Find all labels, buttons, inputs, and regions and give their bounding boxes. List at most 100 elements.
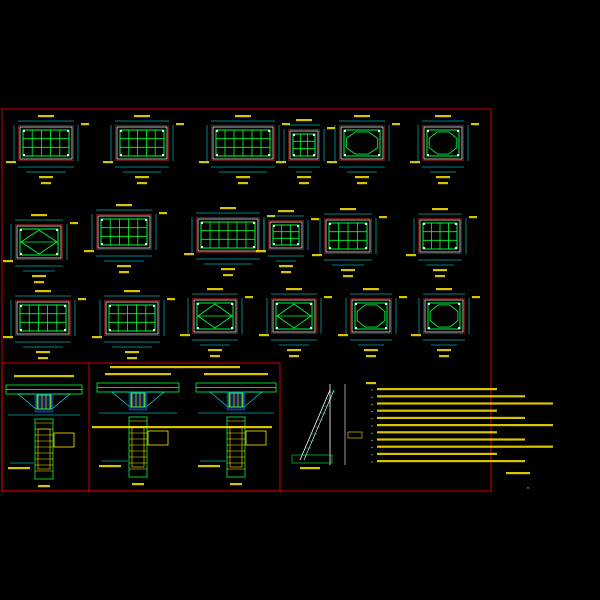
- stair-landing: [347, 431, 363, 439]
- rebar-dot: [267, 153, 271, 157]
- rebar-callout-label: [84, 250, 94, 253]
- stair-slope: [299, 389, 331, 461]
- section-cover-line: [418, 218, 462, 254]
- note-line: [377, 388, 497, 391]
- diamond-stirrup: [20, 229, 58, 255]
- rebar-dot: [384, 302, 388, 306]
- stair-detail: [291, 384, 363, 470]
- detail-title-label: [204, 373, 268, 376]
- column-rebar-cage: [37, 428, 51, 470]
- rebar-dot: [19, 304, 23, 308]
- dimension-label-bottom: [364, 349, 378, 352]
- rebar-dot: [328, 246, 332, 250]
- section-cover-line: [422, 125, 464, 161]
- dimension-label-bottom: [287, 349, 301, 352]
- dimension-label-top: [220, 207, 236, 210]
- stirrup-outer: [427, 302, 461, 330]
- rebar-dot: [292, 133, 296, 137]
- rebar-dot: [63, 304, 67, 308]
- detail-title-label: [14, 375, 74, 378]
- dimension-label-right: [245, 296, 253, 299]
- rebar-dot: [454, 222, 458, 226]
- dimension-label-top: [286, 288, 302, 291]
- rebar-dot: [200, 221, 204, 225]
- rebar-dot: [161, 129, 165, 133]
- rebar-dot: [22, 129, 26, 133]
- stair-base: [291, 454, 333, 464]
- detail-panel-frame: [1, 362, 281, 492]
- section-cover-line: [423, 298, 465, 334]
- section-outline: [289, 130, 319, 160]
- dimension-label-right: [78, 298, 86, 301]
- section-outline: [197, 218, 259, 252]
- rebar-callout-label: [103, 161, 113, 164]
- rebar-dot: [354, 326, 358, 330]
- dimension-label-bottom: [221, 268, 235, 271]
- section-cover-line: [115, 125, 169, 161]
- rebar-dot: [230, 326, 234, 330]
- section-outline: [269, 221, 303, 249]
- note-line: [377, 445, 553, 448]
- note-bullet: [371, 461, 373, 463]
- beam-stirrup: [130, 392, 146, 408]
- section-title-label: [343, 275, 353, 278]
- section-s13: [3, 290, 86, 360]
- rebar-dot: [343, 153, 347, 157]
- rebar-dot: [66, 129, 70, 133]
- rebar-dot: [19, 228, 23, 232]
- bracket-outline: [53, 432, 75, 448]
- detail-d1: [96, 373, 180, 486]
- rebar-callout-label: [6, 161, 16, 164]
- note-bullet: [371, 439, 373, 441]
- dimension-label-right: [159, 212, 167, 215]
- section-title-label: [223, 274, 233, 277]
- rebar-dot: [426, 129, 430, 133]
- rebar-callout-label: [312, 254, 322, 257]
- sheet-mark: [527, 487, 529, 489]
- rebar-dot: [457, 302, 461, 306]
- rebar-dot: [196, 326, 200, 330]
- section-s10: [256, 210, 319, 274]
- dimension-label-bottom: [125, 351, 139, 354]
- section-cover-line: [288, 129, 320, 161]
- rebar-callout-label: [184, 253, 194, 256]
- rebar-callout-label: [256, 250, 266, 253]
- dimension-label-top: [207, 288, 223, 291]
- rebar-callout-label: [92, 336, 102, 339]
- section-s18: [411, 288, 480, 358]
- dimension-label-right: [327, 127, 335, 130]
- dimension-label-bottom: [433, 269, 447, 272]
- note-line: [377, 416, 525, 419]
- note-bullet: [371, 447, 373, 449]
- rebar-callout-label: [338, 334, 348, 337]
- dimension-label-top: [116, 204, 132, 207]
- rebar-dot: [200, 245, 204, 249]
- dimension-label-right: [472, 296, 480, 299]
- section-outline: [16, 301, 70, 335]
- section-s17: [338, 288, 407, 358]
- notes-heading: [366, 382, 376, 385]
- note-bullet: [371, 396, 373, 398]
- dimension-label-bottom: [236, 176, 250, 179]
- rebar-dot: [19, 328, 23, 332]
- note-bullet: [371, 411, 373, 413]
- detail-name-label: [132, 483, 144, 486]
- stirrup-outer: [272, 224, 300, 246]
- stirrup-outer: [343, 129, 381, 157]
- dimension-label-right: [324, 296, 332, 299]
- section-s15: [180, 288, 253, 358]
- section-s06: [410, 115, 479, 185]
- section-title-label: [435, 275, 445, 278]
- dimension-label-top: [436, 288, 452, 291]
- section-outline: [193, 299, 237, 333]
- dimension-label-bottom: [341, 269, 355, 272]
- rebar-dot: [152, 328, 156, 332]
- beam-hatch: [226, 391, 246, 411]
- section-outline: [325, 219, 371, 253]
- section-outline: [116, 126, 168, 160]
- note-bullet: [371, 389, 373, 391]
- rebar-callout-label: [411, 334, 421, 337]
- dimension-label-right: [81, 123, 89, 126]
- detail-callout-label: [99, 465, 121, 468]
- beam-stirrup: [36, 394, 52, 410]
